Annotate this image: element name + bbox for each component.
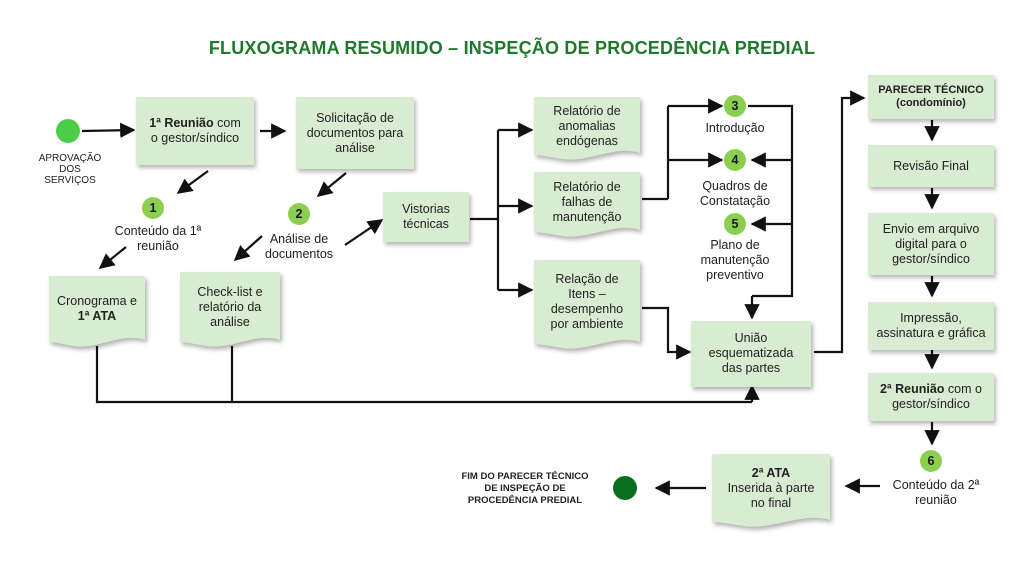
step-3-label: Introdução xyxy=(705,121,765,135)
arrow-start-to-reuniao1 xyxy=(81,122,136,138)
uniao-document: União esquematizada das partes xyxy=(691,321,811,387)
reuniao2-box: 2ª Reunião com o gestor/síndico xyxy=(868,373,994,421)
step-6-circle: 6 xyxy=(920,450,942,472)
arrow-solicitacao-to-step2 xyxy=(316,172,347,197)
vistorias-box: Vistorias técnicas xyxy=(383,192,469,242)
anomalias-document: Relatório de anomalias endógenas xyxy=(534,97,640,163)
step-2-circle: 2 xyxy=(288,203,310,225)
falhas-document: Relatório de falhas de manutenção xyxy=(534,172,640,240)
solicitacao-box: Solicitação de documentos para análise xyxy=(296,97,414,169)
end-label: FIM DO PARECER TÉCNICO DE INSPEÇÃO DE PR… xyxy=(461,471,589,506)
line-group-vertical-right xyxy=(748,104,794,298)
envio-arquivo-box: Envio em arquivo digital para o gestor/s… xyxy=(868,213,994,275)
relacao-itens-document: Relação de Itens – desempenho por ambien… xyxy=(534,260,640,352)
reuniao1-box: 1ª Reunião com o gestor/síndico xyxy=(136,97,254,165)
line-bottom-feedback xyxy=(95,346,752,404)
arrow-uniao-to-parecer xyxy=(814,90,866,354)
step-1-circle: 1 xyxy=(142,197,164,219)
start-label: APROVAÇÃO DOS SERVIÇOS xyxy=(38,153,102,186)
arrow-step1-to-cronograma xyxy=(98,246,127,269)
checklist-document: Check-list e relatório da análise xyxy=(180,272,280,350)
cronograma-document: Cronograma e 1ª ATA xyxy=(49,276,145,350)
diagram-title: FLUXOGRAMA RESUMIDO – INSPEÇÃO DE PROCED… xyxy=(208,38,816,58)
revisao-final-box: Revisão Final xyxy=(868,145,994,187)
step-4-circle: 4 xyxy=(724,149,746,171)
step-3-circle: 3 xyxy=(724,95,746,117)
arrow-step2-to-vistorias xyxy=(344,219,384,246)
impressao-box: Impressão, assinatura e gráfica xyxy=(868,302,994,350)
end-circle xyxy=(613,476,637,500)
reuniao1-bold: 1ª Reunião xyxy=(149,116,214,130)
arrow-relacao-to-uniao xyxy=(642,306,692,360)
arrow-reuniao1-to-step1 xyxy=(176,170,209,194)
step-5-circle: 5 xyxy=(724,213,746,235)
parecer-tecnico-box: PARECER TÉCNICO (condomínio) xyxy=(868,75,994,119)
arrow-step2-to-checklist xyxy=(233,235,263,262)
reuniao2-bold: 2ª Reunião xyxy=(880,382,945,396)
ata2-document: 2ª ATA Inserida à parte no final xyxy=(712,454,830,530)
start-circle xyxy=(56,119,80,143)
